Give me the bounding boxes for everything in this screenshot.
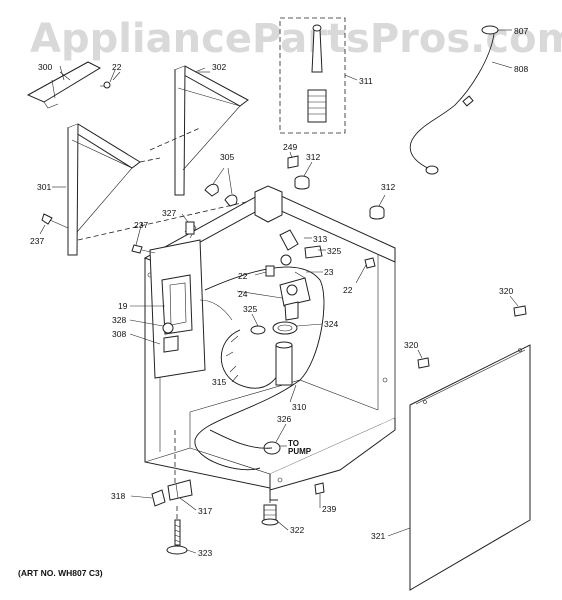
screw-22-center	[254, 265, 275, 277]
leader-lines	[59, 71, 519, 554]
to-pump-line1: TO	[288, 439, 299, 448]
callout-324: 324	[324, 319, 338, 329]
callout-317: 317	[198, 506, 212, 516]
callout-320-bottom: 320	[404, 340, 418, 350]
bracket-318-317	[151, 430, 193, 507]
guide-line	[77, 199, 256, 241]
bracket-301	[52, 123, 161, 256]
clip-239	[314, 482, 325, 495]
leveling-leg-323	[166, 506, 188, 555]
screw-237-right	[131, 244, 156, 254]
callout-328: 328	[112, 315, 126, 325]
cap-312-right	[369, 205, 385, 220]
bracket-300	[26, 61, 116, 109]
callout-327: 327	[162, 208, 176, 218]
front-panel-321	[409, 344, 531, 591]
pump-hose-326	[209, 429, 287, 455]
callout-313: 313	[313, 234, 327, 244]
part-249	[287, 155, 299, 169]
callout-22-center: 22	[238, 271, 248, 281]
callout-808: 808	[514, 64, 528, 74]
callout-311: 311	[359, 76, 373, 86]
cap-312-center	[294, 175, 310, 190]
callout-305: 305	[220, 152, 234, 162]
clip-320-top	[513, 305, 527, 317]
callout-308: 308	[112, 329, 126, 339]
callout-310: 310	[292, 402, 306, 412]
callout-labels: 807 808 311 300 22 302 301 237 305 249 3…	[30, 26, 528, 558]
callout-321: 321	[371, 531, 385, 541]
callout-19: 19	[118, 301, 128, 311]
art-number: (ART NO. WH807 C3)	[18, 568, 103, 578]
hose-clips-305	[204, 167, 238, 207]
guide-line	[149, 127, 201, 151]
callout-320-top: 320	[499, 286, 513, 296]
callout-302: 302	[212, 62, 226, 72]
to-pump-line2: PUMP	[288, 447, 312, 456]
watermark-text: AppliancePartsPros.com	[30, 16, 562, 62]
callout-312-right: 312	[381, 182, 395, 192]
callout-239: 239	[322, 504, 336, 514]
callout-323: 323	[198, 548, 212, 558]
callout-249: 249	[283, 142, 297, 152]
callout-22-right: 22	[343, 285, 353, 295]
callout-23: 23	[324, 267, 334, 277]
grommet-324	[272, 321, 298, 335]
fill-tube	[275, 341, 293, 386]
callout-237-left: 237	[30, 236, 44, 246]
screw-237-left	[39, 213, 69, 235]
callout-325-upper: 325	[327, 246, 341, 256]
callout-22-top: 22	[112, 62, 122, 72]
callout-237-right: 237	[134, 220, 148, 230]
clip-320-bottom	[417, 357, 430, 369]
callout-318: 318	[111, 491, 125, 501]
water-valve-23	[279, 229, 323, 321]
foot-322	[261, 490, 279, 526]
callout-326: 326	[277, 414, 291, 424]
bracket-302	[173, 65, 249, 196]
callout-300: 300	[38, 62, 52, 72]
callout-325-lower: 325	[243, 304, 257, 314]
hose-311-box	[279, 17, 358, 134]
callout-312-center: 312	[306, 152, 320, 162]
screw-22-right	[364, 257, 376, 269]
drain-hose-assembly	[409, 25, 513, 175]
callout-315: 315	[212, 377, 226, 387]
hose-315	[220, 329, 283, 389]
inlet-valve-assembly	[149, 221, 233, 379]
callout-807: 807	[514, 26, 528, 36]
connector-327	[181, 213, 195, 235]
callout-301: 301	[37, 182, 51, 192]
callout-24: 24	[238, 289, 248, 299]
clamp-325	[250, 325, 266, 335]
callout-322: 322	[290, 525, 304, 535]
hose-310	[194, 266, 325, 471]
